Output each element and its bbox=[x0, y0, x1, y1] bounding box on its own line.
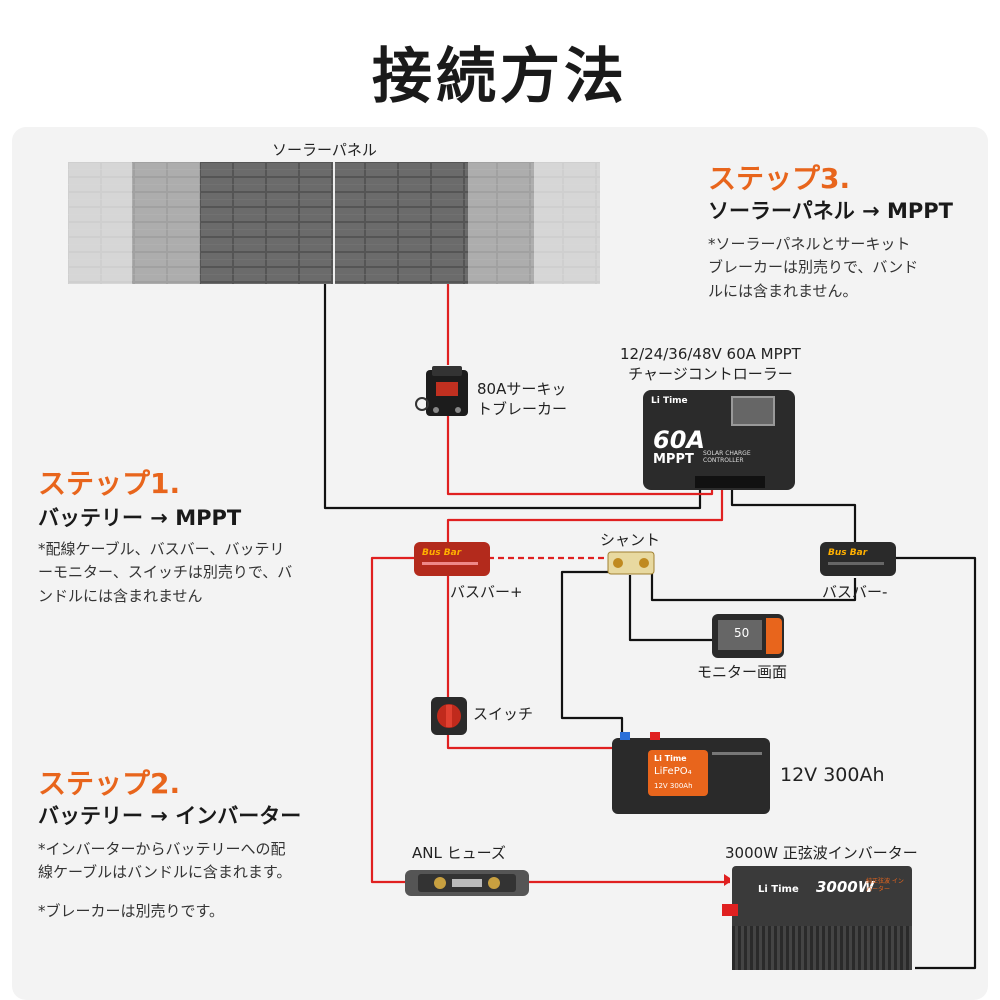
step2-note: *インバーターからバッテリーへの配 線ケーブルはバンドルに含まれます。 bbox=[38, 840, 292, 882]
mppt-display bbox=[731, 396, 775, 426]
fuse-label: ANL ヒューズ bbox=[412, 844, 506, 862]
anl-fuse bbox=[405, 870, 529, 896]
lifepo4-battery: Li Time LiFePO₄ 12V 300Ah bbox=[612, 732, 770, 814]
busbar-minus: Bus Bar bbox=[820, 542, 896, 576]
step2-heading: ステップ2. bbox=[38, 767, 181, 800]
wire-mppt-to-busbar-minus bbox=[730, 488, 857, 545]
battery-positive-terminal bbox=[650, 732, 660, 740]
battery-monitor: 50 bbox=[712, 614, 784, 658]
shunt bbox=[607, 551, 655, 575]
inverter-positive-terminal bbox=[722, 904, 738, 916]
step2-subtitle: バッテリー → インバーター bbox=[38, 804, 302, 828]
wire-busbar-to-fuse bbox=[370, 556, 415, 884]
wire-busbar-minus-to-inverter bbox=[895, 556, 977, 970]
wire-shunt-to-battery bbox=[560, 570, 624, 742]
busbar-minus-label: バスバー- bbox=[822, 583, 888, 601]
step1-heading: ステップ1. bbox=[38, 467, 181, 500]
monitor-label: モニター画面 bbox=[697, 663, 788, 681]
step2-note-breaker: *ブレーカーは別売りです。 bbox=[38, 902, 225, 920]
solar-panel bbox=[68, 162, 600, 284]
mppt-terminals bbox=[695, 476, 765, 488]
switch-label: スイッチ bbox=[473, 705, 534, 723]
wire-shunt-to-busbar-minus bbox=[650, 558, 857, 602]
battery-label: 12V 300Ah bbox=[780, 764, 885, 786]
step3-heading: ステップ3. bbox=[708, 162, 851, 195]
wire-shunt-to-monitor bbox=[628, 575, 712, 642]
page-title: 接続方法 bbox=[372, 42, 628, 112]
busbar-plus-label: バスバー+ bbox=[450, 583, 523, 601]
sine-wave-inverter: Li Time 3000W 純正弦波 インバーター bbox=[722, 866, 912, 970]
wire-breaker-to-mppt bbox=[446, 415, 714, 496]
step3-subtitle: ソーラーパネル → MPPT bbox=[708, 199, 954, 223]
busbar-plus: Bus Bar bbox=[414, 542, 490, 576]
step3-note: *ソーラーパネルとサーキット ブレーカーは別売りで、バンド ルには含まれません。 bbox=[708, 235, 919, 300]
wire-solar-negative bbox=[323, 282, 702, 510]
inverter-label: 3000W 正弦波インバーター bbox=[725, 844, 918, 862]
step1-note: *配線ケーブル、バスバー、バッテリ ーモニター、スイッチは別売りで、バ ンドルに… bbox=[38, 540, 293, 605]
circuit-breaker bbox=[415, 366, 468, 416]
shunt-label: シャント bbox=[600, 531, 661, 549]
step1-subtitle: バッテリー → MPPT bbox=[38, 506, 242, 530]
wire-mppt-to-busbar-plus bbox=[446, 488, 724, 545]
battery-negative-terminal bbox=[620, 732, 630, 740]
breaker-label: 80Aサーキットブレーカー bbox=[477, 380, 568, 418]
solar-panel-label: ソーラーパネル bbox=[272, 141, 377, 159]
mppt-controller: Li Time 60A MPPT SOLAR CHARGE CONTROLLER bbox=[643, 390, 795, 490]
battery-switch bbox=[431, 697, 467, 735]
